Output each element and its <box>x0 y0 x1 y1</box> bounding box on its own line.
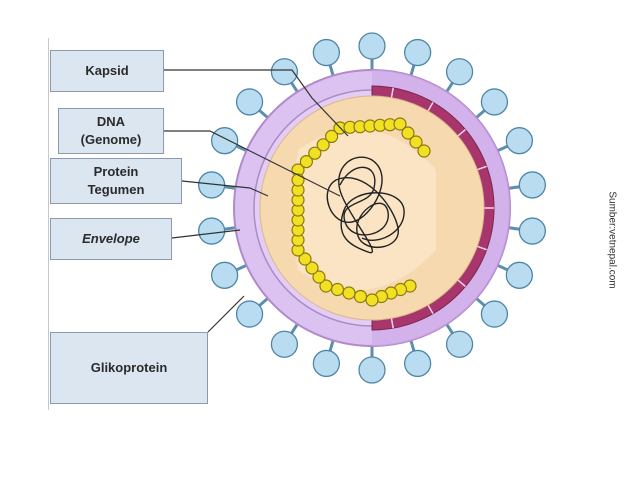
spike-head <box>445 58 474 86</box>
capsomer <box>409 135 423 149</box>
envelope-label: Envelope <box>50 218 172 260</box>
capsomer <box>393 117 407 131</box>
leader-lines <box>164 69 349 333</box>
spike-head <box>403 38 432 67</box>
capsomer <box>319 279 333 293</box>
spike-head <box>235 300 264 328</box>
spike-head <box>210 127 239 155</box>
envelope-text: Envelope <box>82 231 140 246</box>
spike-head <box>518 217 547 245</box>
spike-head <box>312 349 341 378</box>
capsomer <box>305 261 319 275</box>
capsomer <box>330 282 345 297</box>
envelope-shade <box>372 70 510 346</box>
leader-dna <box>164 130 341 197</box>
capsomer <box>417 144 431 158</box>
capsomer <box>299 155 313 169</box>
tegumen-text-line1: Protein <box>93 164 139 179</box>
dna-genome <box>326 156 405 254</box>
spike-head <box>403 349 432 378</box>
dna-text-line1: DNA <box>96 114 126 129</box>
source-credit: Sumber:vetnepal.com <box>606 191 618 289</box>
tegumen-label: Protein Tegumen <box>50 158 182 204</box>
spike-head <box>518 171 547 199</box>
glikoprotein-text: Glikoprotein <box>90 360 168 375</box>
leader-tegumen <box>181 180 269 197</box>
spike-head <box>505 261 534 289</box>
capsomer <box>291 173 305 187</box>
spike-head <box>358 32 386 60</box>
kapsid-label: Kapsid <box>50 50 164 92</box>
nucleocapsid-interior <box>293 129 436 290</box>
leader-kapsid <box>164 69 349 137</box>
capsomer <box>342 286 356 300</box>
capsomer <box>316 138 330 152</box>
spike-head <box>505 127 534 155</box>
capsomer <box>308 146 322 160</box>
spike-head <box>445 330 474 358</box>
capsomer <box>353 289 368 304</box>
tegumen-text-line2: Tegumen <box>87 182 145 197</box>
spike-head <box>480 300 509 328</box>
spike-head <box>312 38 341 67</box>
spike-head <box>270 330 299 358</box>
capsomers <box>291 117 431 307</box>
capsomer <box>312 270 326 284</box>
leader-glikoprotein <box>207 295 245 333</box>
spike-head <box>210 261 239 289</box>
spike-head <box>358 356 386 384</box>
left-margin-rule <box>48 38 49 410</box>
glikoprotein-label: Glikoprotein <box>50 332 208 404</box>
spike-head <box>197 217 226 245</box>
capsomer <box>401 126 415 140</box>
leader-envelope <box>171 229 241 239</box>
capsomer <box>365 293 379 307</box>
capsomer <box>325 129 339 143</box>
spike-head <box>235 88 264 116</box>
kapsid-text: Kapsid <box>85 63 129 78</box>
capsomer <box>298 252 312 266</box>
dna-text-line2: (Genome) <box>80 132 142 147</box>
spike-head <box>480 88 509 116</box>
spike-head <box>270 58 299 86</box>
dna-label: DNA (Genome) <box>58 108 164 154</box>
